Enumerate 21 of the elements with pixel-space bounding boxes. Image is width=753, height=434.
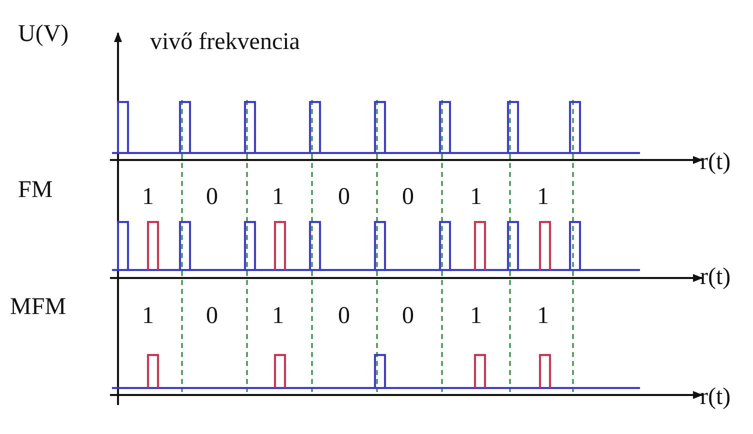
bit-value: 0 [402,304,414,328]
bit-value: 0 [402,185,414,209]
axis-label: r(t) [700,150,731,174]
carrier-title: vivő frekvencia [150,30,300,54]
bit-value: 1 [537,185,549,209]
bit-value: 0 [206,304,218,328]
bit-value: 0 [338,304,350,328]
bit-value: 1 [272,185,284,209]
bit-value: 1 [142,185,154,209]
axis-label: r(t) [700,265,731,289]
bit-value: 1 [470,185,482,209]
axis-label: r(t) [700,385,731,409]
bit-value: 1 [272,304,284,328]
bit-value: 0 [206,185,218,209]
row-label: FM [18,178,53,202]
bit-value: 1 [142,304,154,328]
bit-value: 1 [470,304,482,328]
axis-label: U(V) [18,22,69,46]
bit-value: 1 [537,304,549,328]
row-label: MFM [10,295,66,319]
bit-value: 0 [338,185,350,209]
